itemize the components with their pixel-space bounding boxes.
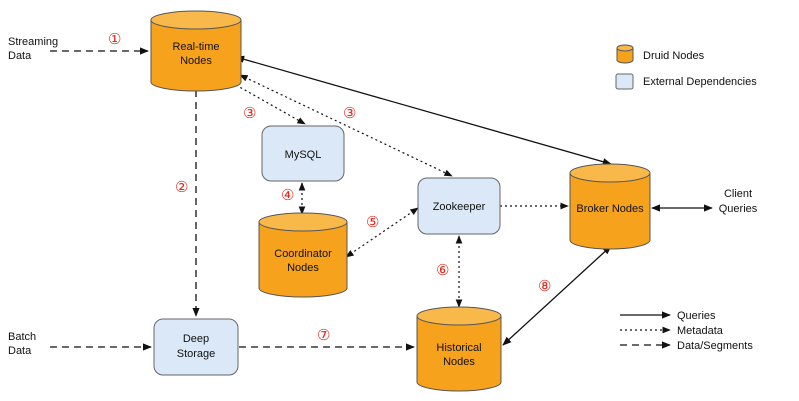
realtime-nodes-label-line2: Nodes: [180, 55, 212, 67]
coordinator-nodes-cylinder: Coordinator Nodes: [258, 212, 348, 298]
mysql-box: MySQL: [261, 125, 345, 182]
coordinator-nodes-label-line1: Coordinator: [274, 248, 332, 260]
streaming-data-label-line1: Streaming: [8, 36, 58, 48]
deep-storage-box: Deep Storage: [153, 318, 239, 376]
legend-queries-label: Queries: [677, 310, 716, 322]
legend: Druid Nodes External Dependencies Querie…: [615, 44, 757, 352]
zookeeper-label: Zookeeper: [433, 201, 486, 213]
legend-druid-nodes-label: Druid Nodes: [643, 50, 705, 62]
broker-nodes-cylinder: Broker Nodes: [569, 163, 651, 250]
historical-nodes-cylinder: Historical Nodes: [416, 306, 502, 392]
step-7-marker: ⑦: [317, 327, 330, 344]
deep-storage-label-line1: Deep: [183, 333, 209, 345]
historical-broker-arrow: [502, 245, 612, 346]
coordinator-zookeeper-arrow: [345, 207, 419, 258]
zookeeper-box: Zookeeper: [417, 177, 501, 235]
streaming-data-label-line2: Data: [8, 50, 32, 62]
step-4-marker: ④: [281, 187, 294, 204]
deep-storage-label-line2: Storage: [177, 348, 216, 360]
realtime-nodes-cylinder: Real-time Nodes: [150, 10, 242, 92]
client-queries-label-line1: Client: [724, 188, 752, 200]
realtime-nodes-label-line1: Real-time: [172, 41, 219, 53]
step-8-marker: ⑧: [538, 278, 551, 295]
legend-external-dependencies-label: External Dependencies: [643, 76, 757, 88]
legend-external-dependencies-swatch: [615, 73, 634, 90]
step-1-marker: ①: [108, 31, 121, 48]
coordinator-nodes-label-line2: Nodes: [287, 262, 319, 274]
step-6-marker: ⑥: [436, 262, 449, 279]
historical-nodes-label-line2: Nodes: [443, 356, 475, 368]
broker-nodes-label: Broker Nodes: [576, 203, 644, 215]
mysql-label: MySQL: [285, 149, 322, 161]
step-5-marker: ⑤: [366, 214, 379, 231]
realtime-broker-arrow: [235, 55, 612, 166]
client-queries-label-line2: Queries: [719, 203, 758, 215]
batch-data-label-line2: Data: [8, 345, 32, 357]
legend-metadata-label: Metadata: [677, 325, 724, 337]
historical-nodes-label-line1: Historical: [436, 342, 481, 354]
legend-data-segments-label: Data/Segments: [677, 340, 753, 352]
step-3b-marker: ③: [343, 105, 356, 122]
legend-druid-nodes-swatch: [616, 44, 634, 64]
step-2-marker: ②: [175, 179, 188, 196]
step-3a-marker: ③: [243, 105, 256, 122]
batch-data-label-line1: Batch: [8, 331, 36, 343]
